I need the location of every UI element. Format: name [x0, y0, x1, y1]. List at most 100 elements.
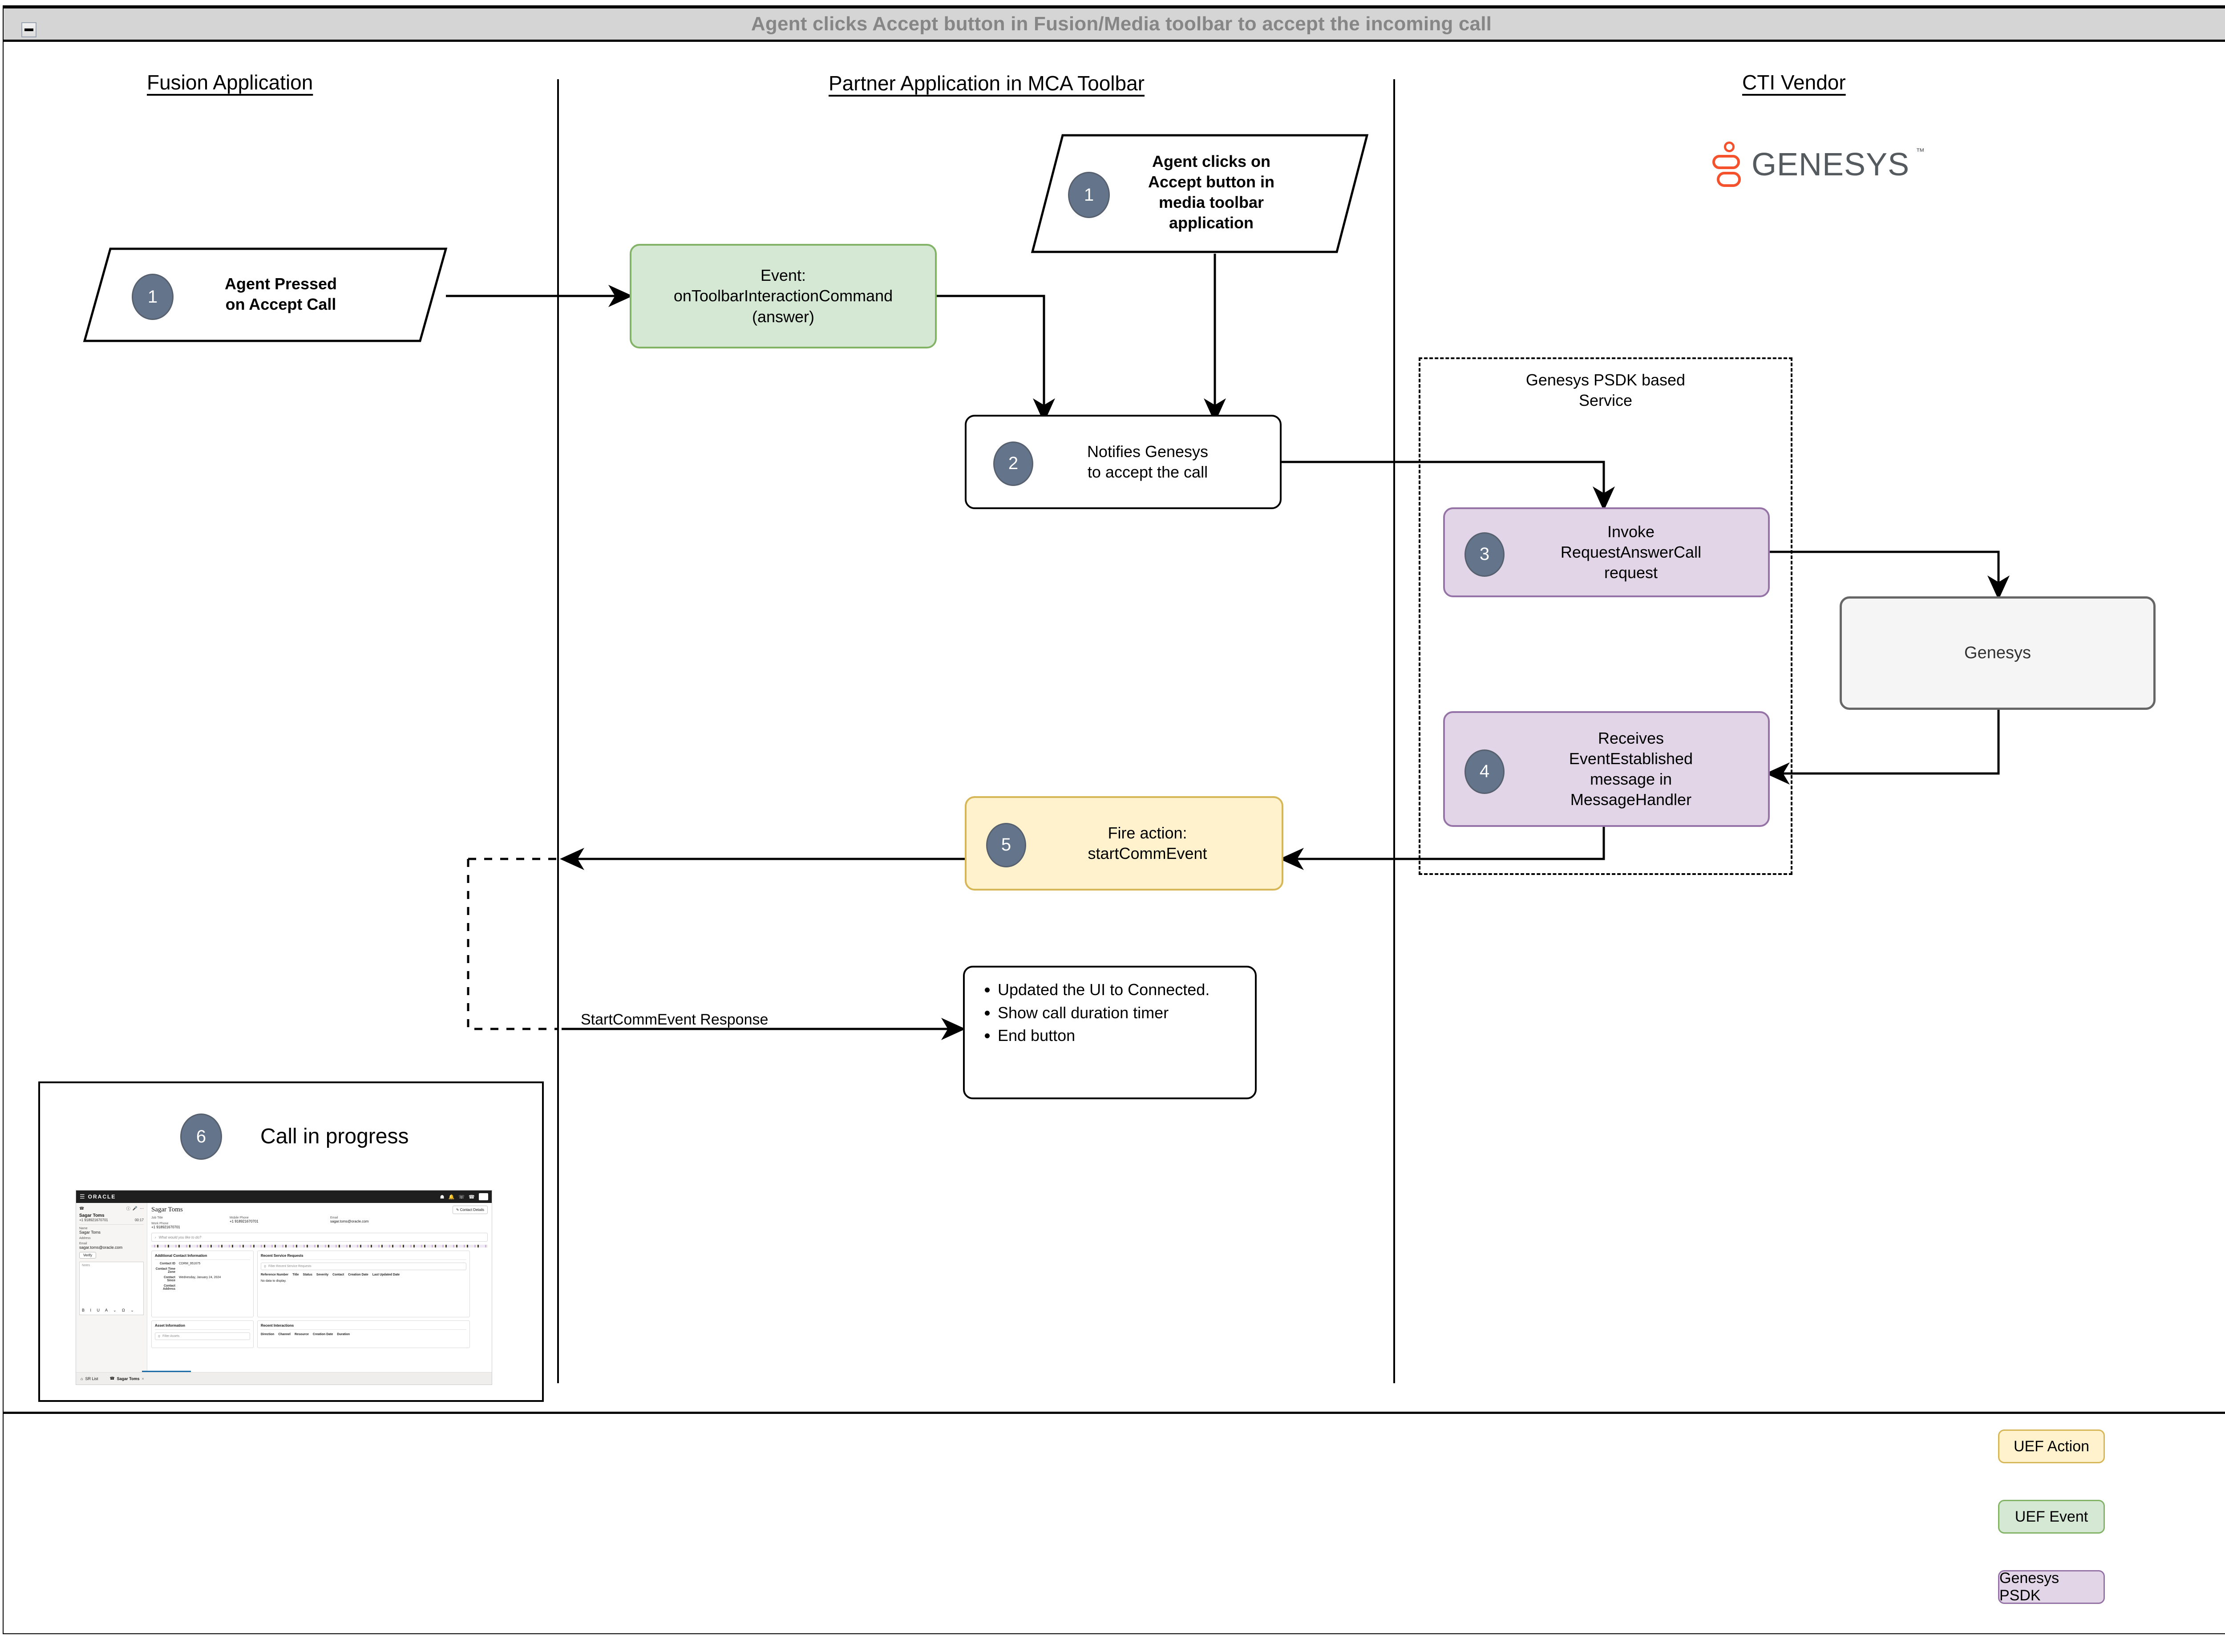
active-tab-indicator: [142, 1371, 191, 1372]
tab-sagar-toms[interactable]: ☎ Sagar Toms ×: [109, 1376, 144, 1381]
legend-label: UEF Event: [2015, 1508, 2088, 1525]
divider: [79, 1224, 144, 1225]
embedded-oracle-screenshot[interactable]: ☰ ORACLE ☗ 🔔 ☏ ☎ CS ☎ ⓘ 🎤 ⋯: [76, 1190, 492, 1385]
column-header[interactable]: Duration: [337, 1333, 350, 1336]
column-header[interactable]: Creation Date: [348, 1273, 368, 1276]
chevron-right-icon: ›: [155, 1235, 156, 1239]
card-additional-contact-information: Additional Contact Information Contact I…: [151, 1251, 254, 1317]
table-header-row: Direction Channel Resource Creation Date…: [261, 1333, 466, 1336]
field-value-email: sagar.toms@oracle.com: [330, 1219, 369, 1223]
column-header[interactable]: Title: [292, 1273, 299, 1276]
lane-divider-1: [557, 79, 559, 1383]
step-badge-6: 6: [180, 1113, 222, 1160]
legend-uef-event: UEF Event: [1998, 1500, 2105, 1534]
decorative-stripe: [151, 1245, 488, 1247]
column-header[interactable]: Status: [303, 1273, 312, 1276]
column-header[interactable]: Direction: [261, 1333, 275, 1336]
column-header[interactable]: Resource: [294, 1333, 309, 1336]
ask-input[interactable]: › What would you like to do?: [151, 1233, 488, 1242]
legend-genesys-psdk: Genesys PSDK: [1998, 1570, 2105, 1604]
call-panel-toolbar: ☎ ⓘ 🎤 ⋯: [79, 1206, 144, 1211]
node-event-ontoolbarinteractioncommand[interactable]: Event:onToolbarInteractionCommand(answer…: [630, 244, 937, 348]
node-event-label: Event:onToolbarInteractionCommand(answer…: [673, 266, 893, 326]
notes-placeholder: Notes: [82, 1264, 90, 1267]
tab-label: Sagar Toms: [117, 1376, 140, 1381]
tab-sr-list[interactable]: ⌂ SR List: [81, 1377, 98, 1381]
ui-updates-list: Updated the UI to Connected. Show call d…: [978, 979, 1243, 1046]
node-call-in-progress[interactable]: 6 Call in progress ☰ ORACLE ☗ 🔔 ☏ ☎ CS ☎: [38, 1081, 544, 1402]
list-item: Show call duration timer: [998, 1002, 1243, 1024]
info-icon[interactable]: ⓘ: [126, 1207, 130, 1211]
contact-details-button[interactable]: ✎ Contact Details: [452, 1206, 488, 1214]
parallelogram-shape: [1031, 134, 1369, 253]
search-input-service-requests[interactable]: ⚲ Filter Recent Service Requests: [261, 1263, 466, 1270]
step-badge-3: 3: [1464, 532, 1505, 577]
legend-label: Genesys PSDK: [1999, 1570, 2059, 1604]
field-value-workphone: +1 918921670701: [151, 1225, 180, 1229]
step-badge-1b: 1: [1068, 172, 1110, 218]
node-fire-action-startcommevent[interactable]: 5 Fire action:startCommEvent: [965, 796, 1283, 891]
phone-icon[interactable]: ☎: [469, 1194, 475, 1200]
node-ui-updates[interactable]: Updated the UI to Connected. Show call d…: [963, 966, 1257, 1099]
field-label-mobilephone: Mobile Phone: [230, 1216, 249, 1219]
column-header[interactable]: Severity: [316, 1273, 329, 1276]
genesys-logo: GENESYS ™: [1712, 142, 1925, 188]
hamburger-icon[interactable]: ☰: [80, 1193, 85, 1200]
verify-button[interactable]: Verify: [79, 1252, 97, 1259]
bell-icon[interactable]: 🔔: [448, 1194, 455, 1200]
kv-key: Contact Address: [162, 1284, 175, 1291]
search-icon: ⚲: [264, 1265, 267, 1268]
field-label-email: Email: [330, 1216, 338, 1219]
lane-divider-2: [1393, 79, 1395, 1383]
search-placeholder: Filter Assets: [162, 1335, 180, 1338]
collapse-icon[interactable]: [21, 22, 36, 37]
home-icon[interactable]: ☗: [440, 1194, 445, 1200]
field-label-jobtitle: Job Title: [151, 1216, 163, 1219]
field-value-mobilephone: +1 918921670701: [230, 1219, 259, 1223]
card-title: Additional Contact Information: [155, 1254, 250, 1260]
list-item: Updated the UI to Connected.: [998, 979, 1243, 1000]
field-value-name: Sagar Toms: [79, 1230, 101, 1235]
page-title: Agent clicks Accept button in Fusion/Med…: [751, 13, 1492, 35]
notes-format-toolbar[interactable]: B I U A ⌄ Ω ⌄: [82, 1308, 136, 1312]
bottom-tabbar: ⌂ SR List ☎ Sagar Toms ×: [76, 1372, 492, 1385]
close-icon[interactable]: ×: [142, 1376, 144, 1381]
notes-field[interactable]: Notes B I U A ⌄ Ω ⌄: [79, 1262, 144, 1315]
kv-key: Contact Since: [163, 1276, 175, 1282]
column-header: Reference Number: [261, 1273, 289, 1276]
card-asset-information: Asset Information ⚲ Filter Assets: [151, 1320, 254, 1348]
column-header[interactable]: Creation Date: [312, 1333, 333, 1336]
kv-value: Wednesday, January 24, 2024: [179, 1276, 221, 1279]
call-panel: ☎ ⓘ 🎤 ⋯ Sagar Toms +1 918921670701 00:17…: [76, 1203, 147, 1372]
agent-icon[interactable]: ☏: [458, 1194, 465, 1200]
contact-details-icon: ✎: [456, 1208, 459, 1212]
kv-key: Contact Time Zone: [155, 1267, 175, 1274]
column-header[interactable]: Last Updated Date: [372, 1273, 400, 1276]
topbar-icons: ☗ 🔔 ☏ ☎ CS: [440, 1193, 488, 1200]
avatar[interactable]: CS: [478, 1193, 488, 1200]
parallelogram-shape: [83, 247, 448, 342]
field-label-workphone: Work Phone: [151, 1222, 169, 1225]
column-header[interactable]: Channel: [278, 1333, 291, 1336]
list-item: End button: [998, 1025, 1243, 1046]
home-icon: ⌂: [81, 1376, 83, 1381]
node-genesys-system[interactable]: Genesys: [1840, 596, 2156, 710]
contact-main-panel: Sagar Toms ✎ Contact Details Job Title W…: [147, 1203, 492, 1372]
field-label-email: Email: [79, 1242, 87, 1245]
column-header[interactable]: Contact: [332, 1273, 344, 1276]
genesys-mark-icon: [1712, 142, 1745, 188]
search-input-assets[interactable]: ⚲ Filter Assets: [155, 1332, 250, 1340]
phone-icon: ☎: [109, 1376, 115, 1381]
call-contact-name: Sagar Toms: [79, 1213, 105, 1218]
more-icon[interactable]: ⋯: [140, 1206, 144, 1211]
lane-header-cti: CTI Vendor: [1742, 71, 1846, 94]
microphone-icon[interactable]: 🎤: [132, 1206, 138, 1211]
